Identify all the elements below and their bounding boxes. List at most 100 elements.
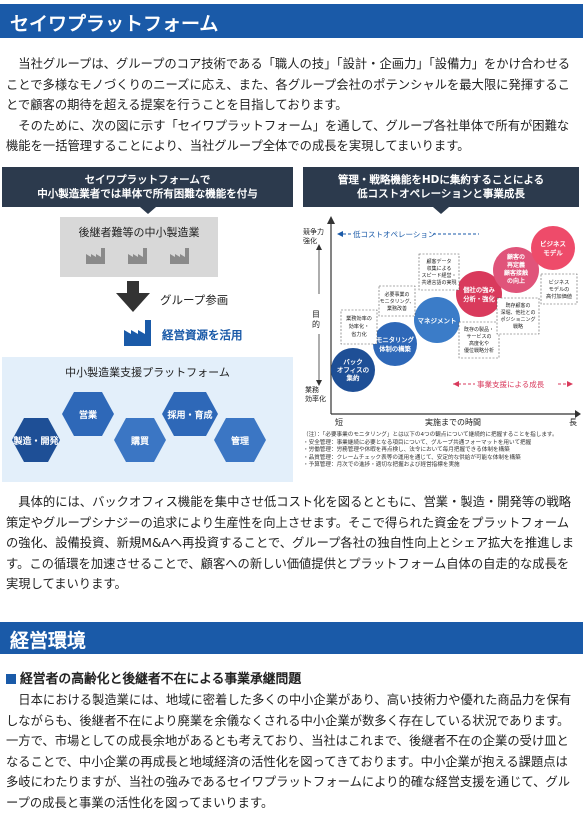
callout-model-value: ビジネス モデルの 高付加価値 xyxy=(540,273,578,305)
svg-text:既存顧客の: 既存顧客の xyxy=(505,302,530,309)
svg-text:オフィスの: オフィスの xyxy=(337,366,370,374)
y-bottom-line-1: 業務 xyxy=(305,386,319,394)
svg-text:集約: 集約 xyxy=(346,373,361,382)
svg-text:バック: バック xyxy=(343,357,363,366)
circle-management: マネジメント xyxy=(414,297,460,343)
svg-text:個社の強み: 個社の強み xyxy=(462,285,495,294)
note-line: （注）：「必要事業のモニタリング」とは以下の4つの観点について継続的に把握するこ… xyxy=(303,432,558,438)
svg-text:業務改善: 業務改善 xyxy=(387,305,407,312)
right-title-line-1: 管理・戦略機能をHDに集約することによる xyxy=(337,174,545,186)
factory-icon xyxy=(128,248,147,264)
svg-text:顧客データ: 顧客データ xyxy=(426,258,451,265)
note-line: ・安全管理：事業継続に必要となる項目について、グループ共通フォーマットを用いて把… xyxy=(303,439,532,446)
svg-text:製造・開発: 製造・開発 xyxy=(12,435,59,447)
svg-text:深堀、他社との: 深堀、他社との xyxy=(501,309,536,316)
svg-text:優位戦略分析: 優位戦略分析 xyxy=(464,347,494,354)
x-long-label: 長 xyxy=(569,418,577,427)
svg-text:共通言語の実現: 共通言語の実現 xyxy=(421,279,456,286)
right-diagram-title: 管理・戦略機能をHDに集約することによる 低コストオペレーションと事業成長 xyxy=(303,167,579,207)
section-title-business-environment: 経営環境 xyxy=(0,622,583,654)
svg-text:サービスの: サービスの xyxy=(466,333,491,340)
y-top-line-2: 強化 xyxy=(303,236,317,245)
note-line: ・労働管理：労務管理や休暇を再点検し、法令において毎月把握できる体制を構築 xyxy=(303,447,510,454)
svg-text:高付加価値: 高付加価値 xyxy=(546,292,572,300)
svg-text:戦略: 戦略 xyxy=(513,323,523,330)
left-title-pointer xyxy=(140,207,156,214)
intro-paragraph-2: そのために、次の図に示す「セイワプラットフォーム」を通して、グループ各社単体で所… xyxy=(6,118,570,154)
callout-data: 顧客データ 収集による スピード経営・ 共通言語の実現 xyxy=(418,253,460,291)
environment-paragraph: 日本における製造業には、地域に密着した多くの中小企業があり、高い技術力や優れた商… xyxy=(6,693,572,810)
svg-text:顧客接触: 顧客接触 xyxy=(504,269,528,277)
environment-text: 日本における製造業には、地域に密着した多くの中小企業があり、高い技術力や優れた商… xyxy=(6,690,578,813)
left-title-line-2: 中小製造業者では単体で所有困難な機能を付与 xyxy=(37,188,258,200)
left-arrow-icon xyxy=(337,231,343,237)
svg-text:マネジメント: マネジメント xyxy=(418,317,457,325)
low-cost-label: 低コストオペレーション xyxy=(353,229,435,239)
svg-text:業務効率の: 業務効率の xyxy=(346,314,372,322)
right-title-pointer xyxy=(433,207,449,214)
right-arrow-icon xyxy=(567,381,573,387)
group-join-label: グループ参画 xyxy=(160,293,229,307)
strategy-diagram: 低コストオペレーション 事業支援による成長 バック オフィスの 集約 モニタリン… xyxy=(316,216,581,427)
factory-icon xyxy=(86,248,105,264)
svg-text:省力化: 省力化 xyxy=(351,330,367,338)
svg-text:管理: 管理 xyxy=(231,435,249,447)
intro-paragraph-1: 当社グループは、グループのコア技術である「職人の技」「設計・企画力」「設備力」を… xyxy=(6,57,571,112)
y-top-line-1: 競争力 xyxy=(303,228,324,236)
y-bottom-label: 業務 効率化 xyxy=(305,386,326,403)
right-title-line-2: 低コストオペレーションと事業成長 xyxy=(357,188,525,200)
callout-positioning: 既存顧客の 深堀、他社との ポジショニング 戦略 xyxy=(496,297,540,335)
svg-text:ビジネス: ビジネス xyxy=(549,278,570,286)
factory-resource-icon xyxy=(124,320,151,346)
svg-text:既存の製品・: 既存の製品・ xyxy=(464,326,494,333)
function-hexagons: 製造・開発 営業 購買 採用・育成 管理 xyxy=(12,392,266,462)
down-arrow-icon xyxy=(316,380,322,386)
svg-text:顧客の: 顧客の xyxy=(507,253,525,261)
hex-management: 管理 xyxy=(214,418,266,462)
resource-use-label: 経営資源を活用 xyxy=(162,328,243,342)
y-mid-label: 目 的 xyxy=(312,310,320,330)
intro-text: 当社グループは、グループのコア技術である「職人の技」「設計・企画力」「設備力」を… xyxy=(6,54,578,157)
svg-text:再定義: 再定義 xyxy=(507,261,525,269)
left-title-line-1: セイワプラットフォームで xyxy=(84,174,211,186)
svg-text:効率化・: 効率化・ xyxy=(349,322,370,330)
x-axis-label: 実施までの時間 xyxy=(425,417,481,427)
diagram-notes: （注）：「必要事業のモニタリング」とは以下の4つの観点について継続的に把握するこ… xyxy=(303,432,581,470)
svg-text:分析・強化: 分析・強化 xyxy=(463,294,495,303)
sme-box xyxy=(60,217,218,277)
y-axis-arrow-icon xyxy=(327,216,335,224)
left-arrow-icon xyxy=(453,381,459,387)
y-bottom-line-2: 効率化 xyxy=(305,394,326,403)
svg-text:営業: 営業 xyxy=(79,409,98,421)
note-line: ・予算管理：月次での進捗・適切な把握および経営指標を実施 xyxy=(303,462,460,469)
x-short-label: 短 xyxy=(335,417,343,427)
callout-efficiency: 業務効率の 効率化・ 省力化 xyxy=(340,309,378,345)
svg-text:購買: 購買 xyxy=(130,435,149,447)
closing-text: 具体的には、バックオフィス機能を集中させ低コスト化を図るとともに、営業・製造・開… xyxy=(6,492,578,595)
svg-text:ビジネス: ビジネス xyxy=(540,239,566,248)
growth-label: 事業支援による成長 xyxy=(477,379,545,389)
circle-customer: 顧客の 再定義 顧客接触 の向上 xyxy=(493,247,539,293)
left-diagram-title: セイワプラットフォームで 中小製造業者では単体で所有困難な機能を付与 xyxy=(2,167,293,207)
square-bullet-icon xyxy=(6,674,16,684)
hex-recruiting: 採用・育成 xyxy=(162,392,218,436)
arrow-down-icon xyxy=(116,281,150,312)
note-line: ・品質管理：クレームチェック表等の運用を通じて、安定的な供給が可能な体制を構築 xyxy=(303,454,521,461)
svg-text:高度化や: 高度化や xyxy=(469,340,489,347)
svg-text:モニタリング: モニタリング xyxy=(376,335,414,344)
svg-text:スピード経営・: スピード経営・ xyxy=(421,272,456,279)
hex-sales: 営業 xyxy=(62,392,114,436)
x-axis-arrow-icon xyxy=(575,410,581,418)
circle-business-model: ビジネス モデル xyxy=(531,226,575,270)
y-mid-line-2: 的 xyxy=(312,320,320,329)
svg-text:ポジショニング: ポジショニング xyxy=(500,316,535,323)
closing-paragraph: 具体的には、バックオフィス機能を集中させ低コスト化を図るとともに、営業・製造・開… xyxy=(6,495,575,591)
svg-text:モデルの: モデルの xyxy=(549,285,570,293)
svg-text:収集による: 収集による xyxy=(427,265,452,272)
circle-strength-analysis: 個社の強み 分析・強化 xyxy=(456,271,502,317)
factory-icon xyxy=(170,248,189,264)
callout-monitoring: 必要事業の モニタリング、 業務改善 xyxy=(378,285,416,317)
hex-purchasing: 購買 xyxy=(114,418,166,462)
section-title-seiwa-platform: セイワプラットフォーム xyxy=(0,4,583,38)
svg-text:採用・育成: 採用・育成 xyxy=(167,409,212,421)
